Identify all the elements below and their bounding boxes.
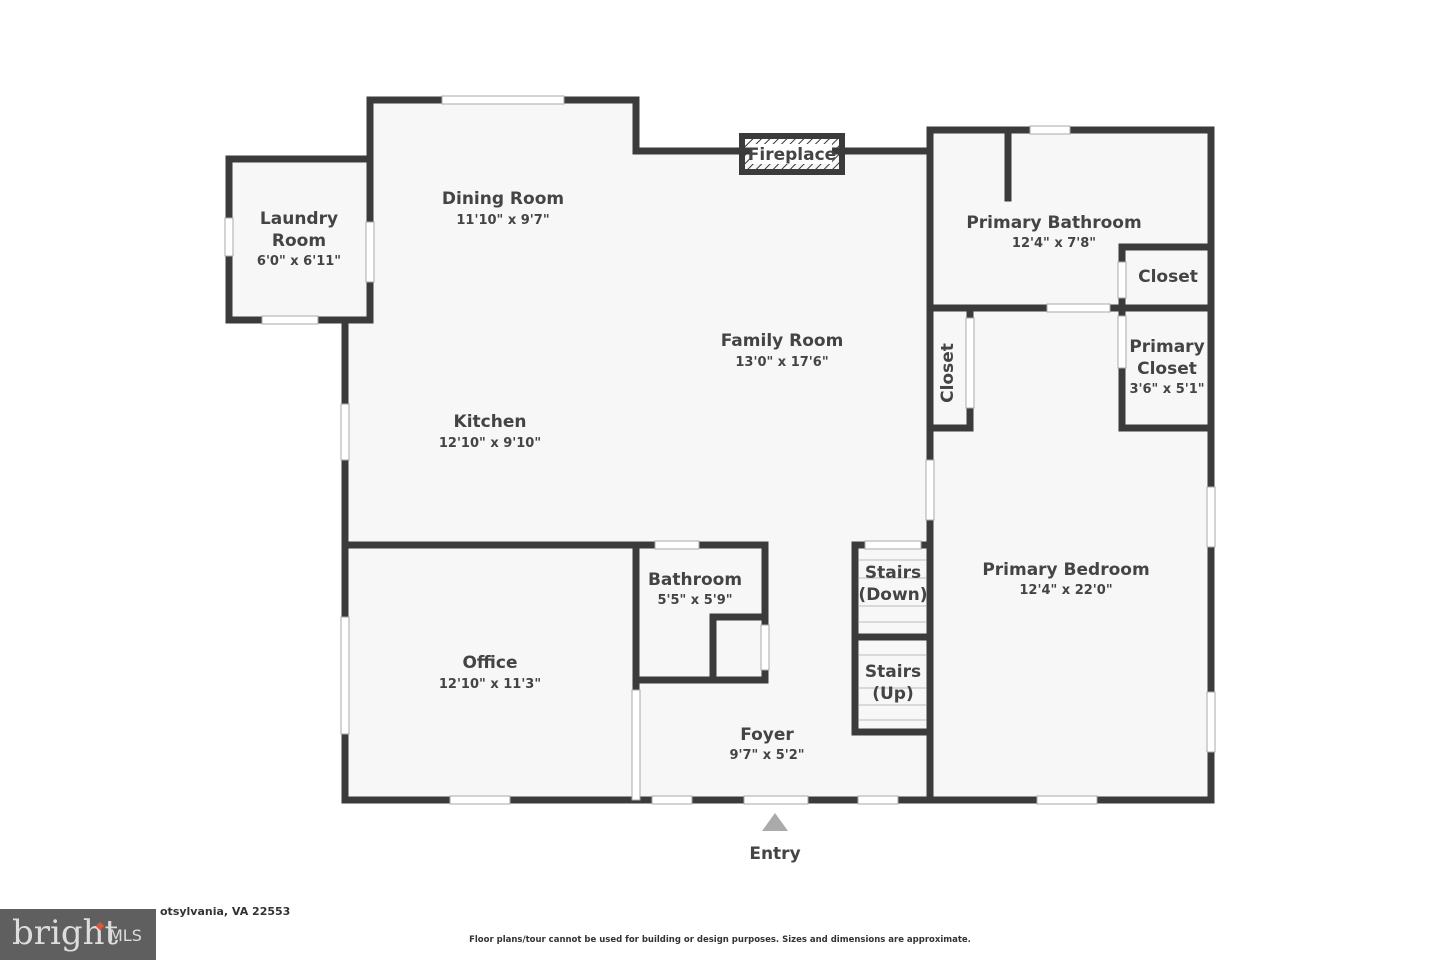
primary-bath-dims: 12'4" x 7'8" <box>1012 236 1096 251</box>
entry-label: Entry <box>749 844 800 864</box>
closet-top-label: Closet <box>1138 267 1198 287</box>
logo-brand: bright <box>12 913 119 953</box>
primary-closet-label: Primary <box>1129 337 1204 357</box>
logo-suffix: MLS <box>109 926 142 945</box>
stairs-up-label-2: (Up) <box>872 684 914 704</box>
room-labels: Laundry Room 6'0" x 6'11" Dining Room 11… <box>257 189 1205 763</box>
bright-mls-logo: bright MLS <box>0 909 156 960</box>
primary-bedroom-dims: 12'4" x 22'0" <box>1019 583 1112 598</box>
dining-label: Dining Room <box>442 189 564 209</box>
disclaimer: Floor plans/tour cannot be used for buil… <box>469 935 971 945</box>
primary-closet-dims: 3'6" x 5'1" <box>1129 382 1204 397</box>
kitchen-dims: 12'10" x 9'10" <box>439 436 541 451</box>
bathroom-dims: 5'5" x 5'9" <box>657 593 732 608</box>
foyer-dims: 9'7" x 5'2" <box>729 748 804 763</box>
closet-side-label: Closet <box>938 343 958 403</box>
stairs-up-label: Stairs <box>865 662 921 682</box>
dining-dims: 11'10" x 9'7" <box>456 213 549 228</box>
stair-treads <box>859 559 926 721</box>
laundry-label: Laundry <box>260 209 338 229</box>
floors <box>229 100 1211 800</box>
entry-arrow-icon <box>762 813 788 831</box>
foyer-label: Foyer <box>740 725 794 745</box>
primary-bath-label: Primary Bathroom <box>966 213 1141 233</box>
family-dims: 13'0" x 17'6" <box>735 355 828 370</box>
laundry-dims: 6'0" x 6'11" <box>257 254 341 269</box>
windows <box>224 95 1216 805</box>
office-label: Office <box>462 653 517 673</box>
stairs-down-label: Stairs <box>865 563 921 583</box>
address: otsylvania, VA 22553 <box>160 905 291 918</box>
primary-closet-label-2: Closet <box>1137 359 1197 379</box>
stairs-down-label-2: (Down) <box>858 585 927 605</box>
kitchen-label: Kitchen <box>454 412 527 432</box>
fireplace: Fireplace <box>739 133 845 175</box>
bathroom-label: Bathroom <box>648 570 742 590</box>
laundry-label-2: Room <box>272 231 326 251</box>
family-label: Family Room <box>721 331 844 351</box>
fireplace-label: Fireplace <box>748 145 836 165</box>
primary-bedroom-label: Primary Bedroom <box>982 560 1149 580</box>
office-dims: 12'10" x 11'3" <box>439 677 541 692</box>
